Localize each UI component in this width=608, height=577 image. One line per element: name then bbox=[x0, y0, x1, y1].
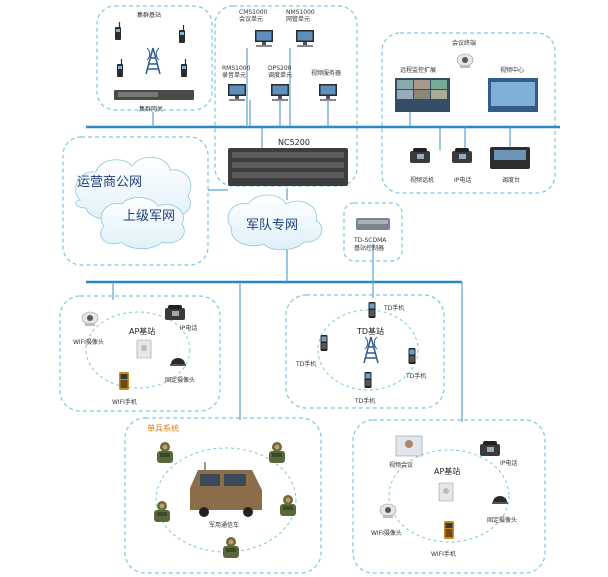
wifi-left-ip-phone-label: IP电话 bbox=[180, 324, 197, 332]
fixed-camera-icon bbox=[492, 496, 508, 504]
radio-icon bbox=[180, 58, 188, 78]
console-label: 调度台 bbox=[502, 176, 520, 184]
rms-pc-icon bbox=[228, 84, 246, 101]
td-station-label: TD基站 bbox=[356, 326, 384, 336]
wifi-left-section: WIFI摄像头 IP电话 AP基站 固定摄像头 WIFI手机 bbox=[73, 305, 197, 406]
video-server-pc-icon bbox=[319, 84, 337, 101]
td-tower-icon bbox=[363, 336, 379, 364]
wifi-right-box bbox=[352, 419, 546, 574]
soldier-icon bbox=[269, 442, 285, 463]
rms-label-line1: RMS1000 bbox=[222, 65, 251, 72]
soldier-icon bbox=[157, 442, 173, 463]
radio-icon bbox=[116, 58, 124, 78]
conference-camera-icon bbox=[456, 53, 474, 69]
server-section: CMS1000 会议单元 NMS1000 网管单元 RMS1000 录音单元 D… bbox=[222, 9, 341, 101]
td-phone-label-right: TD手机 bbox=[405, 372, 426, 380]
wifi-right-ring bbox=[388, 449, 510, 543]
core-section: NC5200 bbox=[228, 138, 348, 186]
td-phone-icon bbox=[408, 348, 416, 364]
ip-phone-icon bbox=[480, 441, 500, 456]
ip-phone-icon bbox=[452, 148, 472, 163]
td-controller-label-line2: 基站控制器 bbox=[354, 244, 384, 252]
wifi-camera-icon bbox=[379, 503, 397, 519]
wifi-left-fixed-camera-label: 固定摄像头 bbox=[165, 376, 195, 384]
td-ring bbox=[317, 309, 419, 391]
wifi-right-section: 视频会议 IP电话 AP基站 固定摄像头 WIFI摄像头 WIFI手机 bbox=[371, 435, 517, 558]
ap-icon bbox=[438, 482, 454, 502]
wifi-left-wifi-phone-label: WIFI手机 bbox=[112, 398, 137, 406]
external-clouds: 运营商公网 上级军网 军队专网 bbox=[75, 157, 323, 251]
wifi-left-camera-label: WIFI摄像头 bbox=[73, 338, 104, 346]
ip-phone-label-top: IP电话 bbox=[454, 176, 471, 184]
td-phone-icon bbox=[368, 302, 376, 318]
nc-label: NC5200 bbox=[278, 138, 310, 147]
wifi-right-video-conf-label: 视频会议 bbox=[389, 461, 413, 469]
cluster-station-label: 集群基站 bbox=[137, 11, 161, 19]
wifi-right-fixed-camera-label: 固定摄像头 bbox=[487, 516, 517, 524]
td-controller-section: TD-SCDMA 基站控制器 bbox=[353, 218, 390, 252]
td-phone-label-top: TD手机 bbox=[383, 304, 404, 312]
wifi-phone-icon bbox=[444, 521, 454, 539]
wifi-right-ip-phone-label: IP电话 bbox=[500, 459, 517, 467]
group-boxes bbox=[59, 5, 556, 574]
cluster-group-box bbox=[96, 5, 213, 111]
cms-pc-icon bbox=[255, 30, 273, 47]
conf-terminal-label: 会议终端 bbox=[452, 39, 476, 47]
nms-label-line1: NMS1000 bbox=[286, 9, 315, 16]
nms-label-line2: 网管单元 bbox=[286, 15, 310, 23]
wifi-phone-icon bbox=[119, 372, 129, 390]
soldier-section: 单兵系统 军用通信车 bbox=[147, 423, 296, 558]
wifi-right-ap-label: AP基站 bbox=[434, 466, 460, 476]
td-phone-label-left: TD手机 bbox=[295, 360, 316, 368]
wifi-left-box bbox=[59, 295, 221, 412]
td-section: TD手机 TD基站 TD手机 TD手机 TD手机 bbox=[295, 302, 426, 405]
army-net-cloud bbox=[227, 194, 323, 251]
cluster-gateway-label: 集群网关 bbox=[139, 105, 163, 113]
wifi-right-wifi-phone-label: WIFI手机 bbox=[431, 550, 456, 558]
superior-net-label: 上级军网 bbox=[123, 209, 175, 224]
video-group-box bbox=[381, 32, 556, 194]
army-net-label: 军队专网 bbox=[246, 218, 298, 233]
dps-label-line2: 调度单元 bbox=[268, 71, 292, 79]
td-phone-icon bbox=[364, 372, 372, 388]
dps-pc-icon bbox=[271, 84, 289, 101]
soldier-group-box bbox=[124, 417, 322, 574]
video-center-label: 视频中心 bbox=[500, 66, 524, 74]
video-server-label: 视频服务器 bbox=[311, 69, 341, 77]
nms-pc-icon bbox=[296, 30, 314, 47]
soldier-system-title: 单兵系统 bbox=[147, 423, 179, 433]
links bbox=[86, 48, 560, 422]
operator-net-label: 运营商公网 bbox=[77, 175, 142, 190]
wifi-right-camera-label: WIFI摄像头 bbox=[371, 529, 402, 537]
video-phone-icon bbox=[410, 148, 430, 163]
td-controller-label-line1: TD-SCDMA bbox=[353, 237, 387, 244]
dps-label-line1: DPS200 bbox=[268, 65, 292, 72]
ap-icon bbox=[136, 339, 152, 359]
cms-label-line2: 会议单元 bbox=[239, 15, 263, 23]
radio-icon bbox=[114, 21, 122, 41]
superior-net-cloud bbox=[100, 197, 185, 250]
wifi-camera-icon bbox=[81, 311, 99, 327]
cluster-section: 集群基站 集群网关 bbox=[114, 11, 194, 113]
fixed-camera-icon bbox=[170, 358, 186, 366]
cms-label-line1: CMS1000 bbox=[239, 9, 268, 16]
radio-icon bbox=[178, 24, 186, 44]
soldier-icon bbox=[223, 537, 239, 558]
td-phone-label-bottom: TD手机 bbox=[354, 397, 375, 405]
wifi-left-ap-label: AP基站 bbox=[129, 326, 155, 336]
soldier-icon bbox=[280, 495, 296, 516]
external-net-box bbox=[62, 136, 209, 266]
td-group-box bbox=[285, 294, 445, 409]
video-phone-label: 视频话机 bbox=[410, 176, 434, 184]
vehicle-icon bbox=[190, 462, 262, 517]
wifi-left-ring bbox=[85, 311, 191, 389]
ip-phone-icon bbox=[165, 305, 185, 320]
td-phone-icon bbox=[320, 335, 328, 351]
remote-monitor-label: 远程监控扩展 bbox=[400, 66, 436, 74]
rms-label-line2: 录音单元 bbox=[222, 71, 246, 79]
vehicle-label: 军用通信车 bbox=[209, 521, 239, 529]
cluster-tower-icon bbox=[145, 47, 161, 75]
video-section: 会议终端 远程监控扩展 视频中心 视频话机 IP电话 调度台 bbox=[395, 39, 538, 184]
